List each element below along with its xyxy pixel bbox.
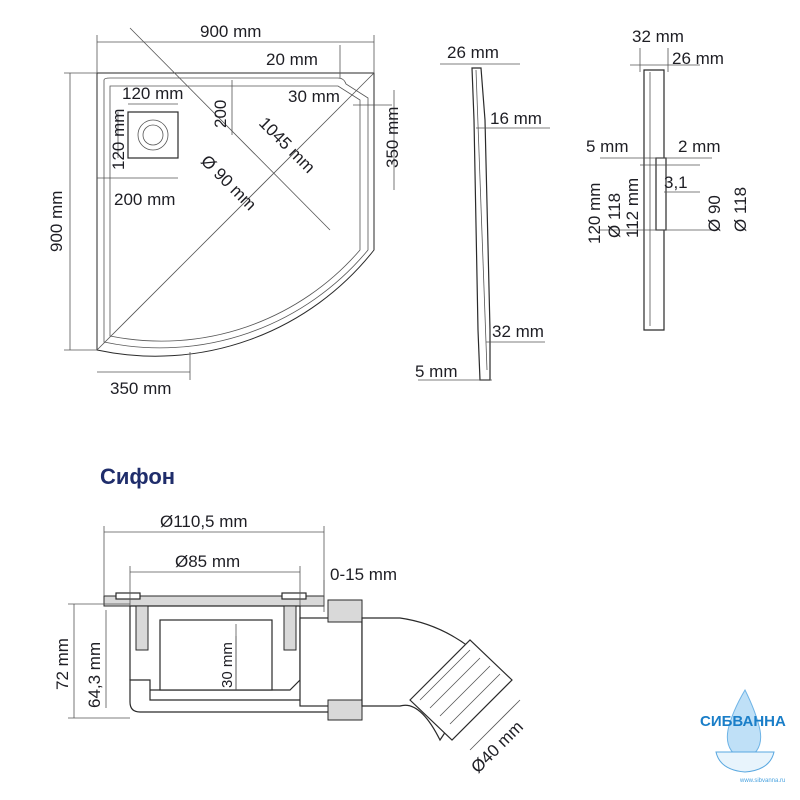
sibvanna-logo: СИБВАННА www.sibvanna.ru	[700, 688, 786, 784]
siphon-outer-diameter: Ø110,5 mm	[160, 512, 248, 531]
section-height-b: 112 mm	[623, 178, 642, 238]
logo-name: СИБВАННА	[700, 713, 786, 730]
dim-drain-diameter: Ø 90 mm	[197, 151, 260, 214]
section-plate: 26 mm	[672, 49, 724, 68]
section-total: 32 mm	[632, 27, 684, 46]
logo-url: www.sibvanna.ru	[739, 778, 785, 784]
section-gap: 2 mm	[678, 137, 721, 156]
dim-straight-right: 350 mm	[383, 107, 402, 168]
dim-rim: 20 mm	[266, 50, 318, 69]
section-diam-c: Ø 118	[731, 187, 750, 232]
section-diam-b: Ø 90	[705, 195, 724, 232]
tray-top-view	[96, 72, 375, 357]
siphon-outlet: Ø40 mm	[467, 717, 527, 777]
siphon-height-total: 72 mm	[53, 638, 72, 690]
section-height-a: 120 mm	[585, 183, 604, 244]
siphon-drawing	[68, 526, 521, 751]
side-top-thickness: 26 mm	[447, 43, 499, 62]
tray-section-view	[600, 48, 712, 331]
bathtub-icon	[715, 751, 775, 773]
side-bottom-height: 32 mm	[492, 322, 544, 341]
dim-straight-bottom: 350 mm	[110, 379, 171, 398]
siphon-inner-diameter: Ø85 mm	[175, 552, 240, 571]
siphon-height-body: 64,3 mm	[85, 642, 104, 708]
dim-drain-offset-x: 200 mm	[114, 190, 175, 209]
side-plate: 16 mm	[490, 109, 542, 128]
section-slope: 3,1	[664, 173, 688, 192]
section-diam-a: Ø 118	[605, 193, 624, 238]
dim-drain-box-w: 120 mm	[122, 84, 183, 103]
dim-drain-offset-y: 200	[211, 100, 230, 128]
section-lip: 5 mm	[586, 137, 629, 156]
top-view-dimensions	[64, 27, 395, 380]
tray-side-view	[418, 63, 550, 381]
siphon-title: Сифон	[100, 464, 175, 489]
siphon-adjust: 0-15 mm	[330, 565, 397, 584]
dim-width: 900 mm	[200, 22, 261, 41]
dim-height: 900 mm	[47, 191, 66, 252]
siphon-inner-depth: 30 mm	[219, 642, 236, 688]
dim-drain-box-h: 120 mm	[109, 109, 128, 170]
dim-inner-rim: 30 mm	[288, 87, 340, 106]
dim-diagonal: 1045 mm	[255, 113, 319, 177]
side-bottom-lip: 5 mm	[415, 362, 458, 381]
